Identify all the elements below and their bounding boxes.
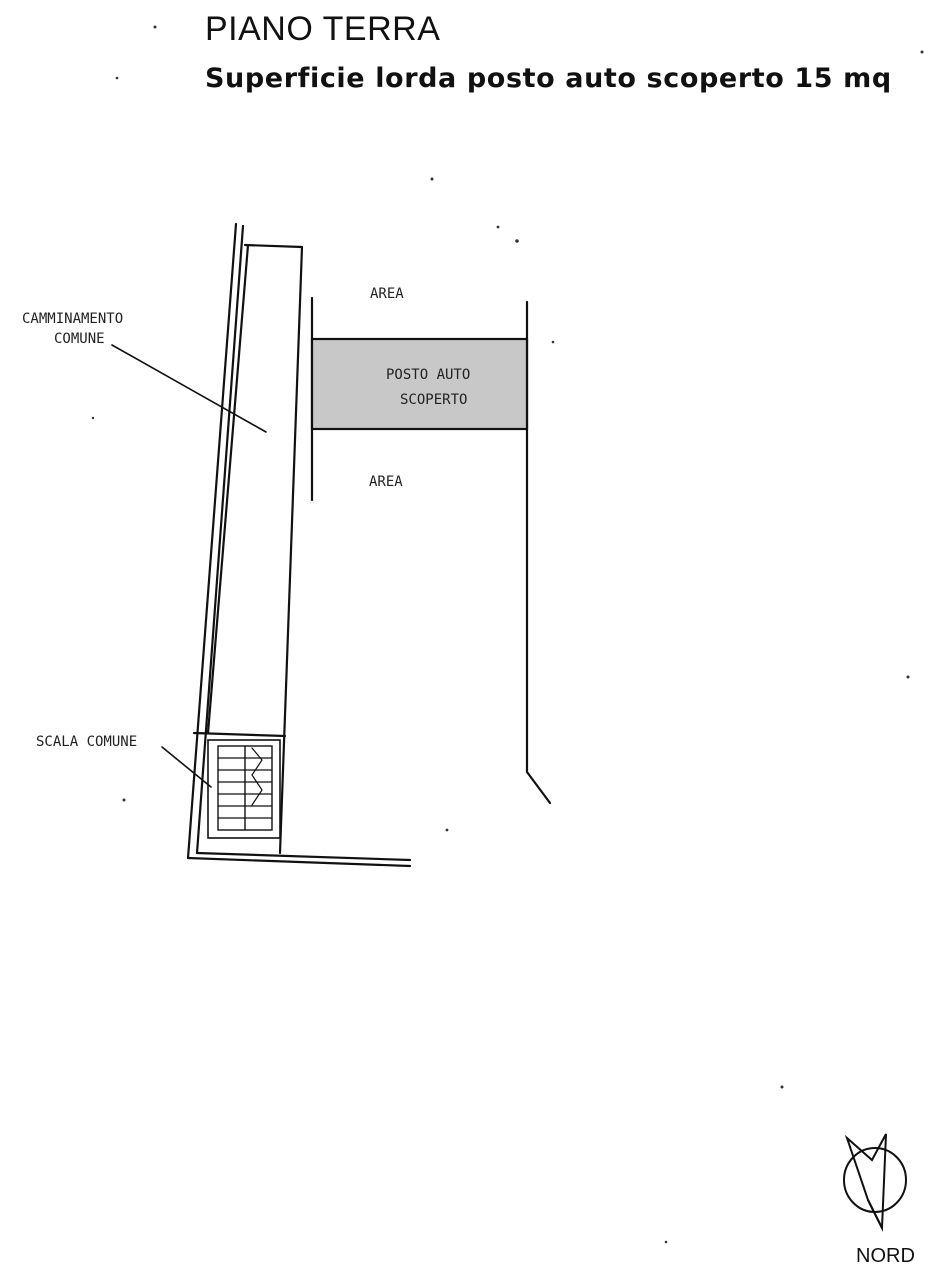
bottom-wall <box>186 856 412 868</box>
right-boundary-angle <box>525 770 552 805</box>
label-corridor-line2: COMUNE <box>54 331 105 347</box>
label-parking-line2: SCOPERTO <box>400 392 467 408</box>
corridor-outer-wall <box>186 222 238 860</box>
page-title: PIANO TERRA <box>205 10 441 48</box>
stair-treads <box>217 747 273 819</box>
bottom-wall-inner <box>195 851 412 862</box>
stair-outline <box>207 739 281 839</box>
label-parking-line1: POSTO AUTO <box>386 367 470 383</box>
page-subtitle: Superficie lorda posto auto scoperto 15 … <box>205 63 892 94</box>
corridor-top-wall <box>243 243 304 249</box>
corridor-inner-line <box>206 243 250 735</box>
corridor-leader-line <box>111 344 267 433</box>
corridor-outer-wall-inner <box>195 224 245 855</box>
north-arrow-icon <box>843 1133 907 1232</box>
stair-leader-line <box>161 746 212 788</box>
label-stair: SCALA COMUNE <box>36 734 137 750</box>
label-corridor-line1: CAMMINAMENTO <box>22 311 123 327</box>
scan-noise <box>91 25 924 1244</box>
north-label: NORD <box>856 1245 915 1267</box>
parking-space <box>310 337 529 431</box>
corridor-right-wall <box>278 245 304 855</box>
label-area-bottom: AREA <box>369 474 403 490</box>
stair-top <box>192 731 287 738</box>
label-area-top: AREA <box>370 286 404 302</box>
